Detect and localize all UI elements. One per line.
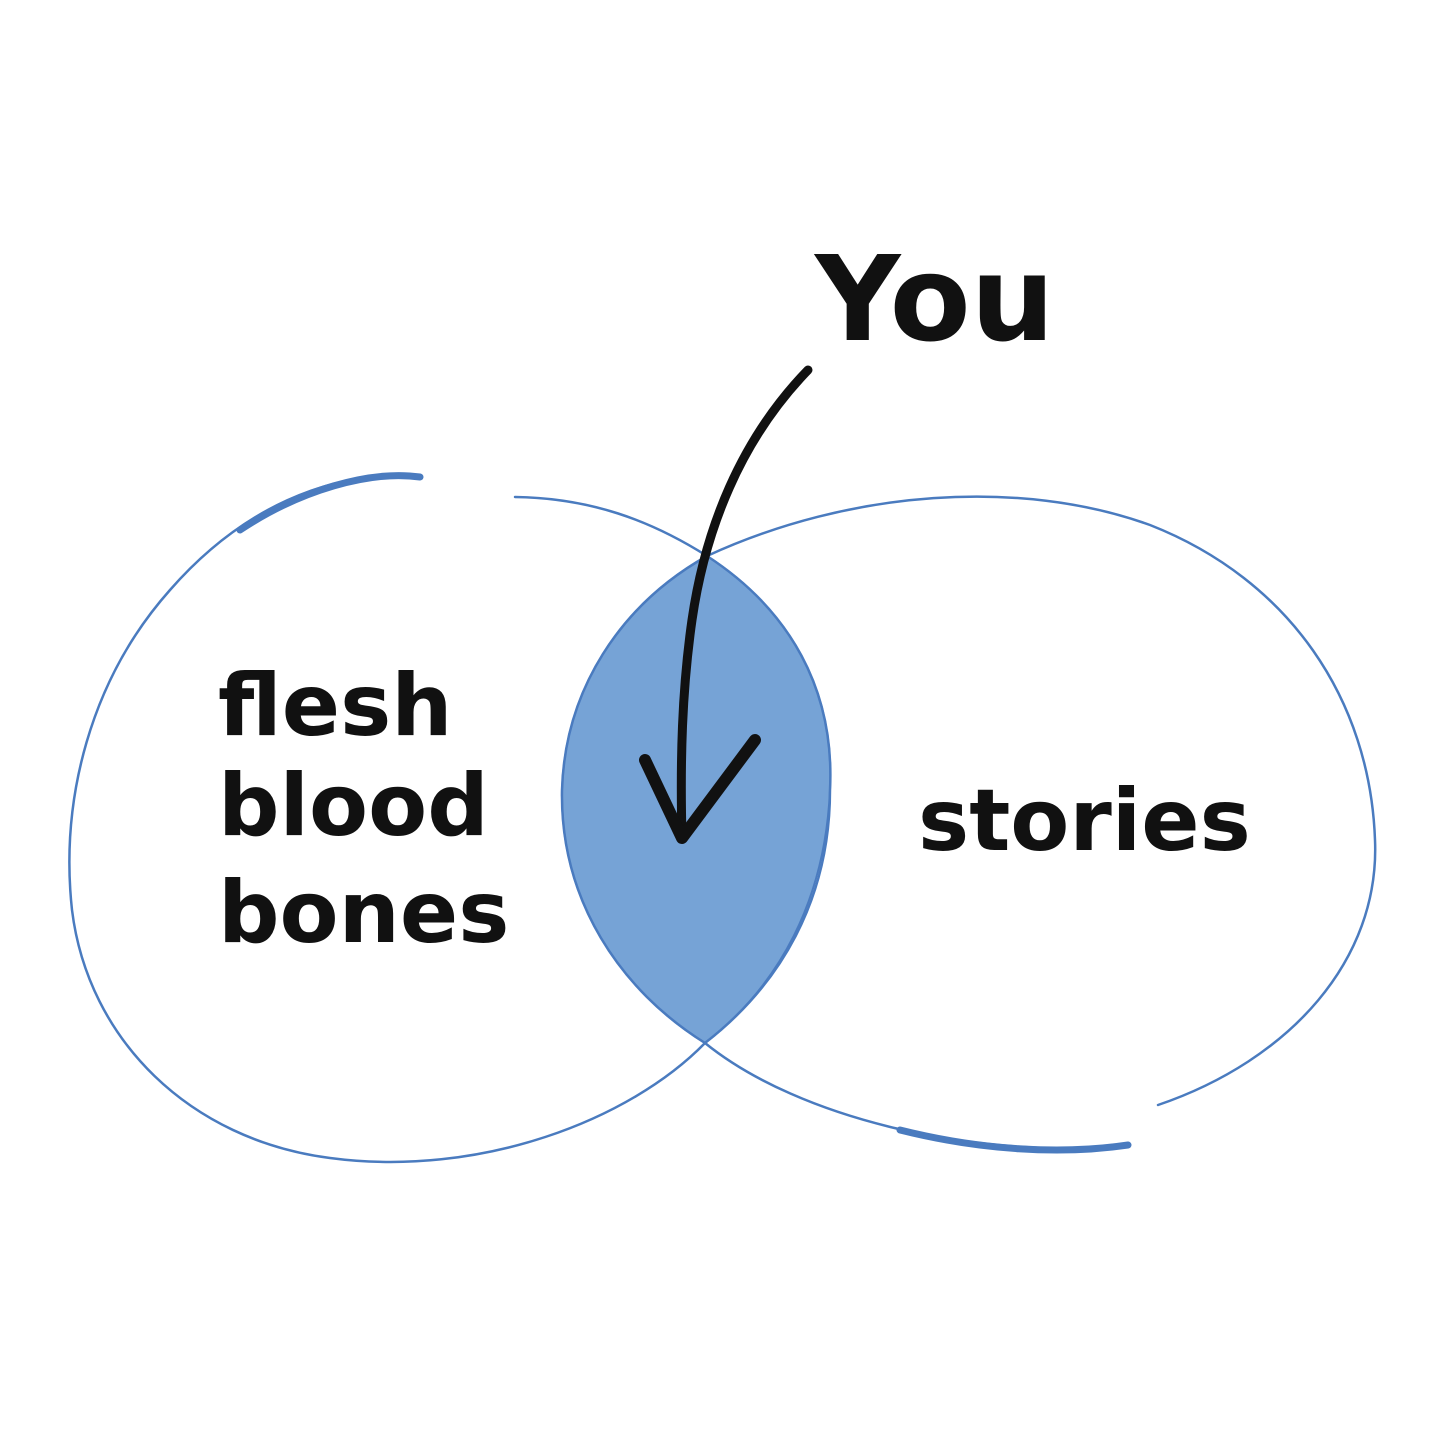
left-circle [68, 475, 832, 1164]
you-label: You [813, 230, 1055, 368]
right-circle [560, 495, 1377, 1150]
curved-down-arrow-icon [639, 365, 813, 844]
left-circle-brush [236, 472, 424, 534]
left-label-blood: blood [218, 756, 489, 856]
right-label-stories: stories [918, 771, 1251, 871]
right-circle-brush [896, 1126, 1132, 1154]
overlap-region [560, 554, 832, 1045]
left-label-flesh: flesh [218, 656, 452, 756]
left-label-bones: bones [218, 863, 509, 963]
